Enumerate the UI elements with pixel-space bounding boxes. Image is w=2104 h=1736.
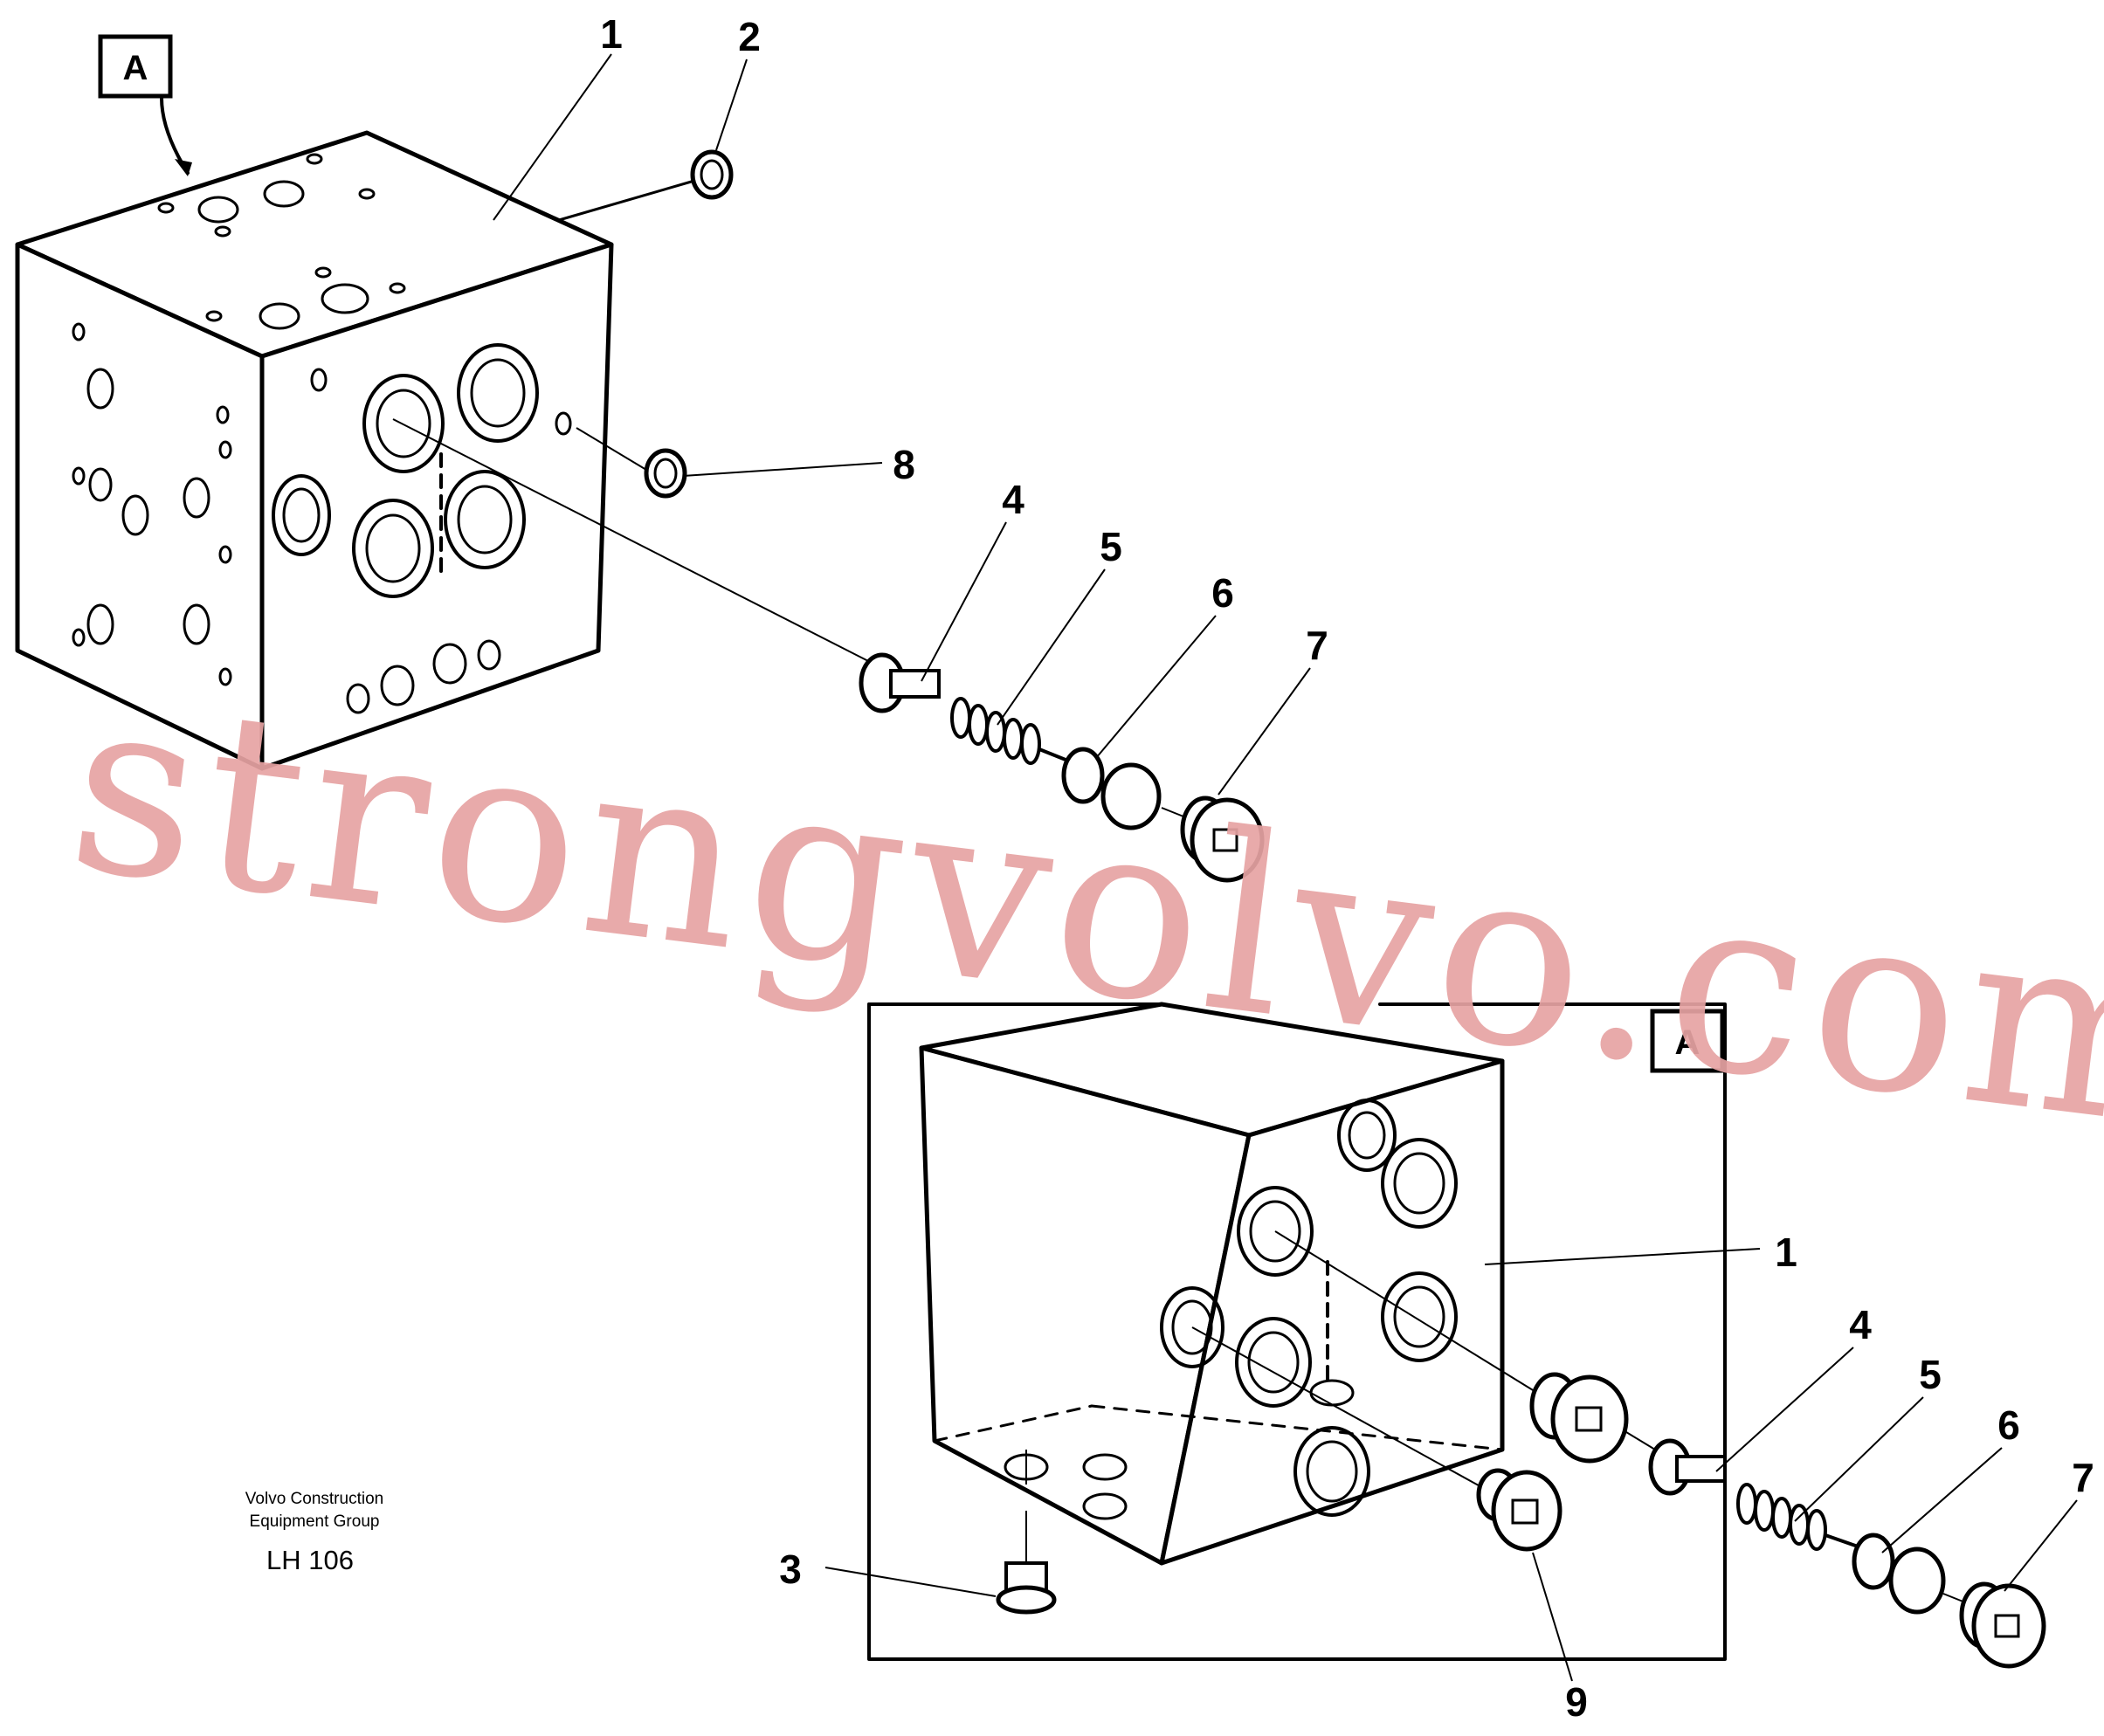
- lower-valve-block: [919, 1002, 1505, 1566]
- lower-callouts: 1 4 5 6 7 3 9: [779, 1230, 2094, 1725]
- credit-line-2: Equipment Group: [250, 1512, 380, 1531]
- upper-reference-box: A: [98, 34, 192, 176]
- credit-line-1: Volvo Construction: [245, 1490, 383, 1508]
- upper-plug-part-8: [576, 427, 687, 499]
- lower-callout-4: 4: [1849, 1302, 1872, 1347]
- lower-detail-frame: A: [867, 1002, 1727, 1661]
- lower-callout-9: 9: [1565, 1679, 1588, 1725]
- svg-text:A: A: [123, 49, 148, 87]
- lower-callout-1: 1: [1775, 1230, 1797, 1275]
- lower-callout-7: 7: [2072, 1455, 2094, 1500]
- upper-valve-block: [15, 130, 614, 771]
- lower-port-group: [1160, 1099, 1458, 1517]
- upper-port-group: [272, 343, 572, 714]
- drawing-code: LH 106: [266, 1545, 354, 1575]
- lower-spool-assembly: [1274, 1230, 2046, 1669]
- svg-text:A: A: [1675, 1023, 1700, 1062]
- upper-spool-assembly: [392, 418, 1265, 883]
- lower-callout-5: 5: [1919, 1352, 1942, 1397]
- upper-callout-2: 2: [738, 14, 761, 59]
- upper-callout-8: 8: [893, 442, 915, 487]
- upper-callouts: 1 2 8 4 5 6 7: [493, 11, 1328, 796]
- upper-callout-7: 7: [1306, 623, 1328, 668]
- credit-block: Volvo Construction Equipment Group LH 10…: [245, 1490, 383, 1575]
- lower-callout-6: 6: [1997, 1402, 2020, 1448]
- upper-callout-5: 5: [1100, 524, 1122, 569]
- lower-plug-part-9: [1191, 1326, 1562, 1552]
- upper-plug-part-2: [557, 149, 734, 222]
- upper-callout-4: 4: [1002, 477, 1024, 522]
- upper-callout-6: 6: [1211, 570, 1234, 616]
- upper-callout-1: 1: [600, 11, 623, 57]
- lower-callout-3: 3: [779, 1547, 802, 1592]
- lower-plug-part-3: [996, 1511, 1057, 1615]
